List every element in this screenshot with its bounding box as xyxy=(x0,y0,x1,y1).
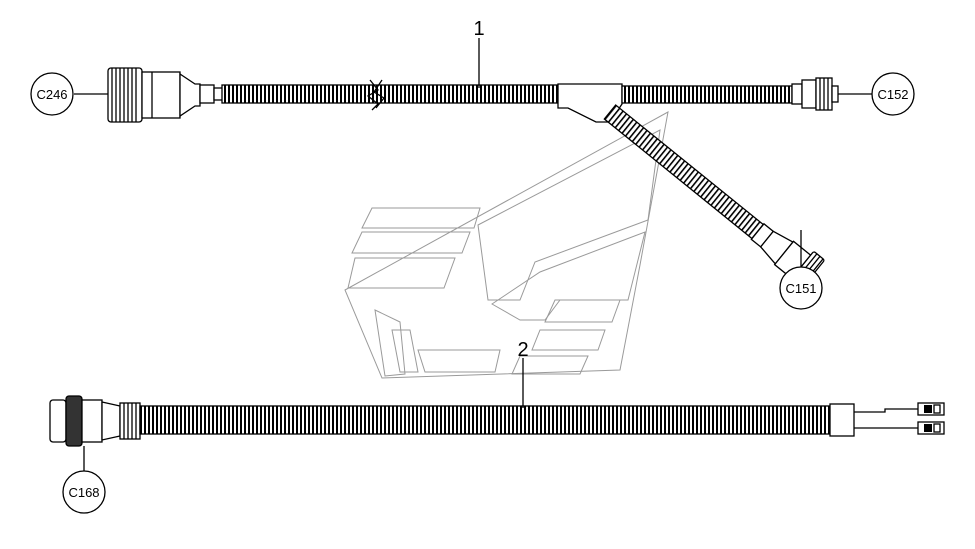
callout-c151 xyxy=(779,266,823,310)
callout-c152-label: C152 xyxy=(877,87,908,102)
conduit-right xyxy=(621,85,793,104)
terminal-upper xyxy=(917,402,945,416)
breakout-sleeve xyxy=(829,403,855,437)
connector-c246-plug xyxy=(107,67,225,123)
callout-c246 xyxy=(30,72,74,116)
harness-item-1: 1 C246 C152 C151 xyxy=(30,18,915,310)
item-number-2: 2 xyxy=(517,339,528,361)
harness-item-2: 2 C168 xyxy=(49,339,945,514)
connector-c152-plug xyxy=(791,77,839,111)
callout-c168-label: C168 xyxy=(68,485,99,500)
callout-c152 xyxy=(871,72,915,116)
connector-c168-plug xyxy=(49,395,141,447)
callout-c151-label: C151 xyxy=(785,281,816,296)
callout-c246-label: C246 xyxy=(36,87,67,102)
watermark-logo xyxy=(344,111,669,379)
callout-c168 xyxy=(62,470,106,514)
terminal-lower xyxy=(917,421,945,435)
item-number-1: 1 xyxy=(473,18,484,40)
conduit-main xyxy=(221,84,561,104)
conduit-item-2 xyxy=(139,405,831,435)
conduit-branch xyxy=(603,104,765,240)
